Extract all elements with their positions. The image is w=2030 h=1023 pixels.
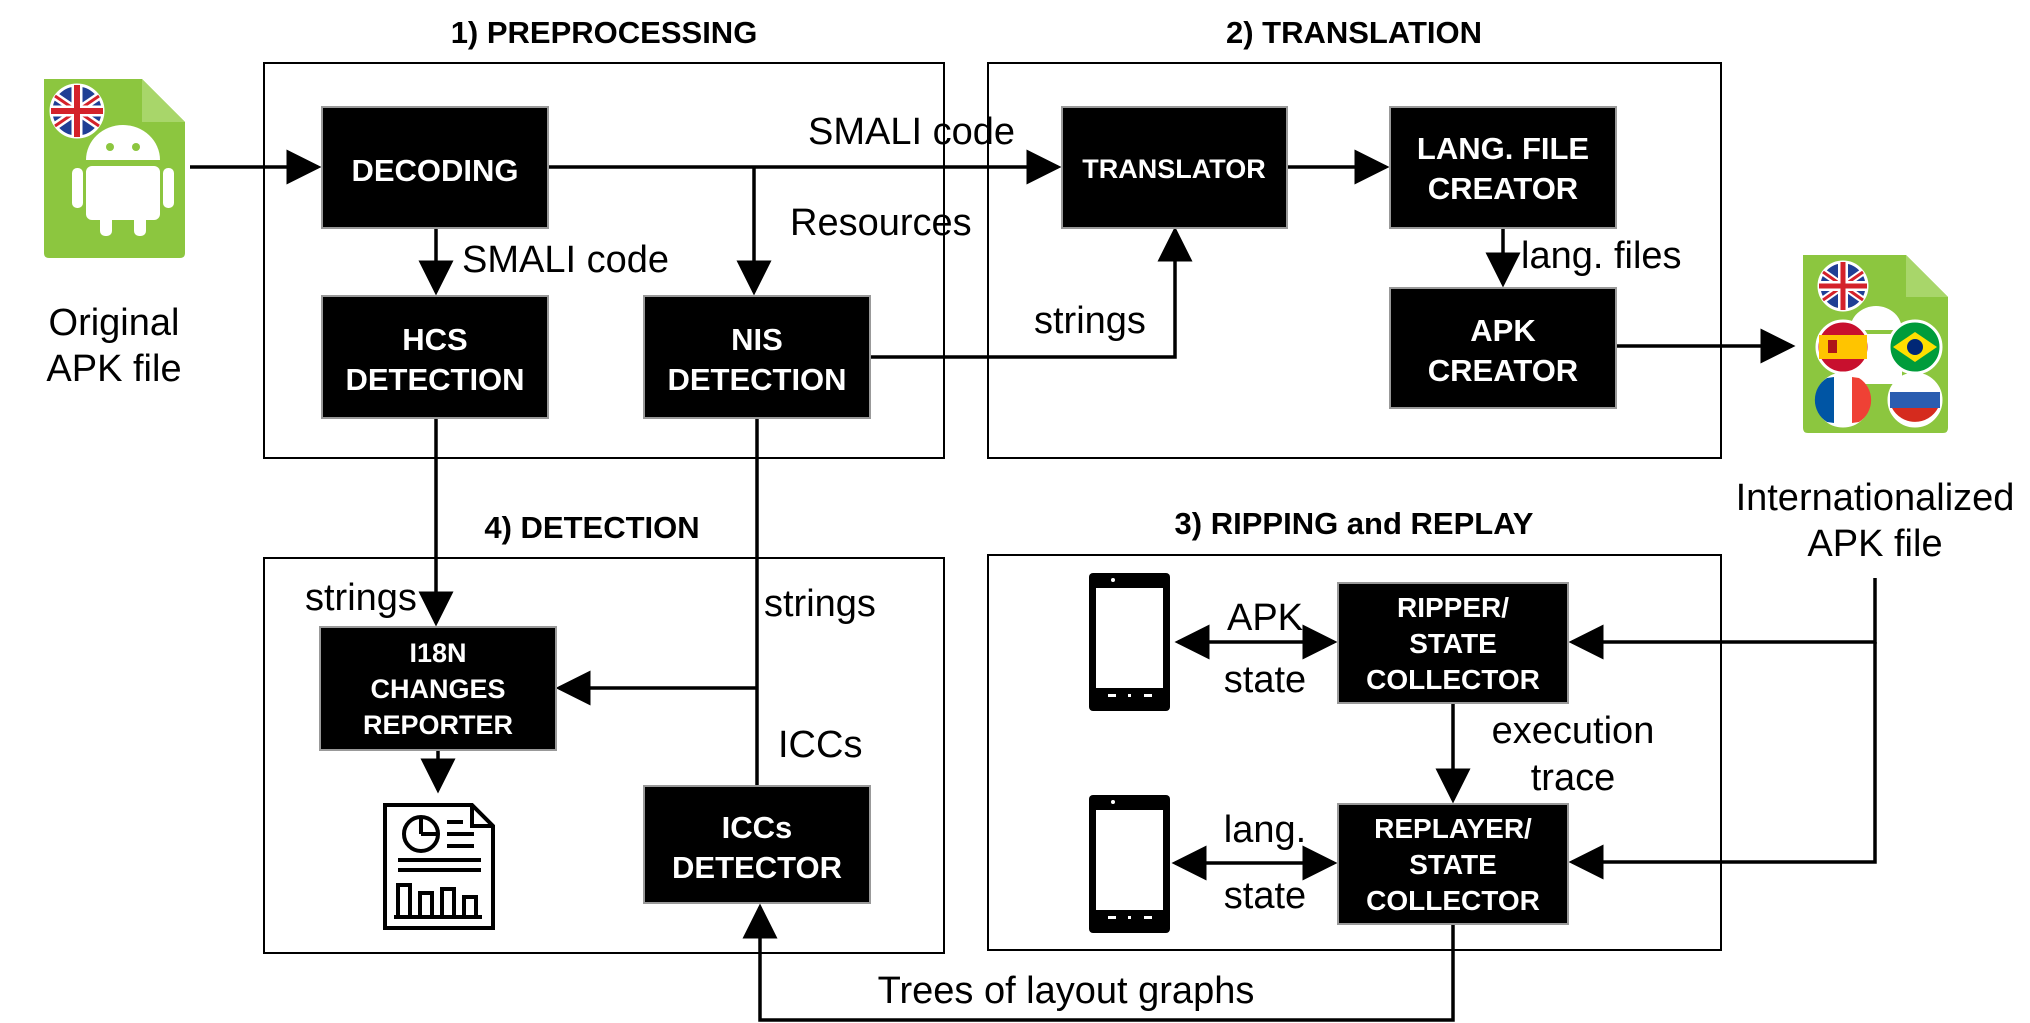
node-apk-creator: APK CREATOR bbox=[1389, 287, 1617, 409]
caption-original-line-1: Original bbox=[49, 302, 180, 344]
smartphone-icon bbox=[1089, 573, 1170, 711]
edge-nis-to-translator bbox=[870, 226, 1193, 359]
preprocessing-frame bbox=[263, 62, 945, 459]
caption-intl-line-1: Internationalized bbox=[1736, 477, 2015, 519]
label-lang-files: lang. files bbox=[1521, 235, 1682, 277]
node-translator: TRANSLATOR bbox=[1061, 106, 1288, 229]
label-state-top: state bbox=[1224, 659, 1306, 701]
node-replayer-line-2: STATE bbox=[1409, 849, 1497, 880]
node-iccs-line-1: ICCs bbox=[722, 810, 793, 845]
node-apkcreator-line-1: APK bbox=[1470, 313, 1536, 348]
node-ripper: RIPPER/ STATE COLLECTOR bbox=[1337, 582, 1569, 704]
edge-replayer-to-iccs bbox=[742, 903, 1455, 1022]
label-lang: lang. bbox=[1224, 809, 1306, 851]
label-state-bottom: state bbox=[1224, 875, 1306, 917]
label-strings-nis: strings bbox=[764, 583, 876, 625]
smartphone-icon bbox=[1089, 795, 1170, 933]
node-ripper-line-2: STATE bbox=[1409, 628, 1497, 659]
node-ripper-line-3: COLLECTOR bbox=[1366, 664, 1540, 695]
label-smali-down: SMALI code bbox=[462, 239, 669, 281]
node-apkcreator-line-2: CREATOR bbox=[1428, 353, 1578, 388]
node-iccs-line-2: DETECTOR bbox=[672, 850, 842, 885]
node-replayer-line-1: REPLAYER/ bbox=[1374, 813, 1532, 844]
node-i18n-reporter: I18N CHANGES REPORTER bbox=[319, 626, 557, 751]
node-hcs-line-1: HCS bbox=[402, 322, 467, 357]
node-langfile-line-2: CREATOR bbox=[1428, 171, 1578, 206]
label-trace: trace bbox=[1531, 757, 1615, 799]
russia-flag-icon bbox=[1887, 372, 1943, 428]
label-smali-top: SMALI code bbox=[808, 111, 1015, 153]
france-flag-icon bbox=[1814, 372, 1872, 428]
node-reporter-line-2: CHANGES bbox=[370, 674, 505, 704]
node-ripper-line-1: RIPPER/ bbox=[1397, 592, 1509, 623]
edges bbox=[190, 149, 1877, 1022]
stage-title-ripping: 3) RIPPING and REPLAY bbox=[1175, 506, 1534, 541]
node-replayer-line-3: COLLECTOR bbox=[1366, 885, 1540, 916]
uk-flag-icon bbox=[1817, 260, 1869, 312]
label-resources: Resources bbox=[790, 202, 972, 244]
node-decoding-line-1: DECODING bbox=[351, 153, 518, 188]
caption-intl-line-2: APK file bbox=[1807, 523, 1942, 565]
android-robot-icon bbox=[72, 125, 174, 236]
node-lang-file-creator: LANG. FILE CREATOR bbox=[1389, 106, 1617, 229]
detection-frame bbox=[263, 557, 945, 954]
uk-flag-icon bbox=[49, 83, 105, 139]
stage-title-detection: 4) DETECTION bbox=[484, 510, 699, 545]
node-decoding: DECODING bbox=[321, 106, 549, 229]
edge-labels: SMALI code Resources SMALI code strings … bbox=[305, 111, 1682, 1012]
node-reporter-line-3: REPORTER bbox=[363, 710, 513, 740]
android-apk-file-icon bbox=[44, 79, 185, 258]
label-strings-translator: strings bbox=[1034, 300, 1146, 342]
translation-frame bbox=[987, 62, 1722, 459]
label-apk: APK bbox=[1227, 597, 1303, 639]
ripping-frame bbox=[987, 554, 1722, 951]
node-langfile-line-1: LANG. FILE bbox=[1417, 131, 1589, 166]
node-hcs-line-2: DETECTION bbox=[345, 362, 524, 397]
node-nis-detection: NIS DETECTION bbox=[643, 295, 871, 419]
stage-title-preprocessing: 1) PREPROCESSING bbox=[451, 15, 758, 50]
node-iccs-detector: ICCs DETECTOR bbox=[643, 785, 871, 904]
label-trees: Trees of layout graphs bbox=[878, 970, 1255, 1012]
node-hcs-detection: HCS DETECTION bbox=[321, 295, 549, 419]
label-strings-hcs: strings bbox=[305, 577, 417, 619]
node-translator-line-1: TRANSLATOR bbox=[1082, 154, 1266, 184]
spain-flag-icon bbox=[1815, 319, 1871, 375]
edge-output-to-ripper bbox=[1568, 578, 1877, 660]
caption-original-line-2: APK file bbox=[46, 348, 181, 390]
report-document-icon bbox=[383, 803, 495, 930]
node-nis-line-1: NIS bbox=[731, 322, 783, 357]
brazil-flag-icon bbox=[1887, 319, 1943, 375]
edge-output-to-replayer bbox=[1568, 642, 1877, 880]
label-iccs: ICCs bbox=[778, 724, 862, 766]
label-execution: execution bbox=[1492, 710, 1655, 752]
stage-title-translation: 2) TRANSLATION bbox=[1226, 15, 1482, 50]
node-replayer: REPLAYER/ STATE COLLECTOR bbox=[1337, 803, 1569, 925]
node-nis-line-2: DETECTION bbox=[667, 362, 846, 397]
internationalized-apk-file-icon bbox=[1803, 255, 1948, 433]
node-reporter-line-1: I18N bbox=[409, 638, 466, 668]
